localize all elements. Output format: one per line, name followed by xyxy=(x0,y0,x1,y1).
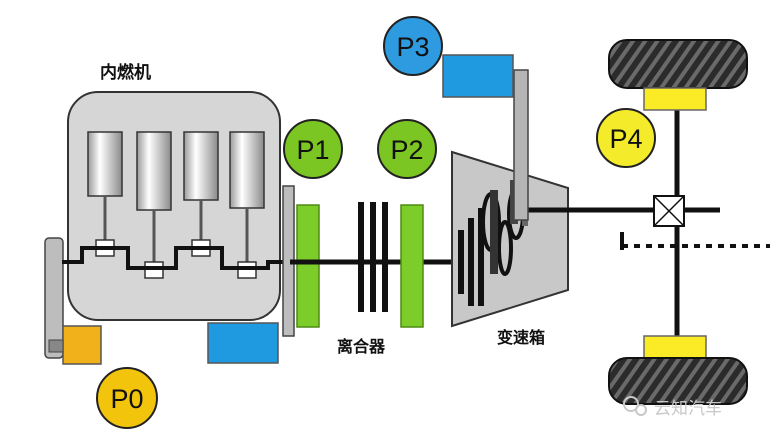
cylinder xyxy=(87,131,123,197)
engine-cylinders xyxy=(87,131,265,279)
marker-p3-label: P3 xyxy=(396,32,429,62)
marker-p1: P1 xyxy=(283,119,343,179)
marker-p1-label: P1 xyxy=(296,135,329,165)
cylinder xyxy=(183,131,219,201)
gearbox-label: 变速箱 xyxy=(497,328,545,347)
watermark: 云知汽车 xyxy=(623,396,722,419)
watermark-icon xyxy=(623,396,639,412)
p4-hub-motor-bottom xyxy=(643,335,707,359)
engine-label: 内燃机 xyxy=(100,62,151,83)
marker-p4-label: P4 xyxy=(609,124,642,154)
marker-p2: P2 xyxy=(377,119,437,179)
tire-rear xyxy=(608,357,748,405)
watermark-text: 云知汽车 xyxy=(654,399,722,419)
crankshaft xyxy=(62,246,290,270)
clutch xyxy=(358,202,388,312)
marker-p4: P4 xyxy=(596,108,656,168)
tire-front xyxy=(608,39,748,89)
engine-pulley xyxy=(44,237,64,359)
clutch-label: 离合器 xyxy=(337,337,386,356)
marker-p2-label: P2 xyxy=(390,135,423,165)
p3-motor xyxy=(442,54,514,98)
cylinder xyxy=(229,131,265,209)
marker-p0: P0 xyxy=(96,367,158,429)
cylinder xyxy=(136,131,172,211)
starter-generator-blue xyxy=(207,322,279,364)
p4-hub-motor-top xyxy=(643,87,707,111)
marker-p3: P3 xyxy=(383,16,443,76)
marker-p0-label: P0 xyxy=(110,384,143,414)
p1-motor xyxy=(296,204,320,328)
p3-belt xyxy=(513,69,529,221)
p0-motor xyxy=(62,325,102,365)
p2-motor xyxy=(400,204,424,328)
